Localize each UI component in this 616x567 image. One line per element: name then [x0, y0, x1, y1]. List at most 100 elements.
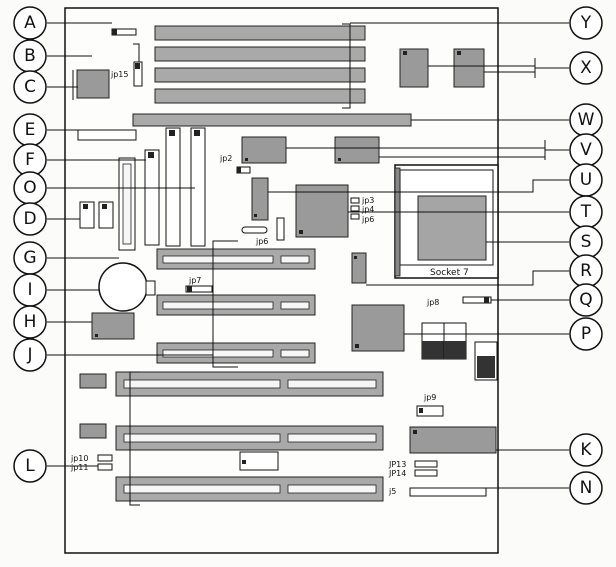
callout-i: I: [13, 273, 47, 307]
jumper-jp6-c: [350, 213, 360, 220]
slot-f: [144, 149, 160, 246]
simm-slot-2: [154, 46, 366, 62]
callout-f: F: [13, 143, 47, 177]
label-jp11: jp11: [70, 463, 88, 472]
label-jp10: jp10: [70, 454, 88, 463]
jumper-jp7-pin: [187, 286, 192, 292]
callout-e: E: [13, 113, 47, 147]
ide-pin-2: [194, 130, 200, 136]
left-leaders: [47, 22, 213, 467]
callout-j: J: [13, 338, 47, 372]
socket-7-lever: [394, 167, 401, 277]
svg-text:L: L: [25, 456, 35, 476]
chip-v1-pin: [245, 158, 248, 161]
jumper-jp4: [350, 205, 360, 212]
chip-v2: [334, 136, 380, 164]
callout-c: C: [13, 70, 47, 104]
callout-s: S: [569, 225, 603, 259]
svg-text:H: H: [24, 312, 37, 332]
svg-text:A: A: [24, 13, 36, 33]
label-jp4: jp4: [361, 205, 374, 214]
right-callouts: Y X W V U T S R Q P K N: [569, 6, 603, 505]
isa-slots: [115, 371, 384, 502]
jumper-jp7: [185, 285, 213, 293]
svg-text:D: D: [23, 209, 36, 229]
component-center-pin: [242, 460, 246, 464]
svg-text:B: B: [24, 46, 36, 66]
svg-text:V: V: [580, 140, 592, 160]
chip-h: [91, 312, 135, 340]
chip-isa-2: [79, 423, 107, 439]
svg-text:P: P: [581, 324, 591, 344]
jumper-jp2-pin: [237, 167, 241, 173]
svg-text:C: C: [24, 77, 36, 97]
regulator-2-fill: [444, 341, 466, 359]
chip-k: [409, 426, 497, 454]
simm-slot-3: [154, 67, 366, 83]
b-line: [133, 43, 140, 62]
ide-connector-2: [190, 127, 206, 247]
jumper-d1-pin: [83, 204, 88, 209]
pci-slots: [156, 248, 316, 364]
callout-o: O: [13, 171, 47, 205]
ide-connector-1: [165, 127, 181, 247]
svg-text:N: N: [580, 478, 593, 498]
callout-r: R: [569, 254, 603, 288]
svg-text:Y: Y: [580, 13, 592, 33]
y-bracket: [342, 23, 351, 109]
isa-slot-3-b: [287, 484, 377, 494]
svg-text:J: J: [26, 345, 32, 365]
callout-w: W: [569, 103, 603, 137]
jumper-jp15: [133, 61, 143, 87]
callout-l: L: [13, 449, 47, 483]
svg-text:Q: Q: [579, 290, 592, 310]
label-jp9: jp9: [423, 393, 436, 402]
connector-e: [77, 129, 137, 141]
isa-slot-2-b: [287, 433, 377, 443]
jumper-a-pin: [112, 29, 117, 35]
svg-text:T: T: [580, 202, 592, 222]
simm-slot-4: [154, 88, 366, 104]
svg-text:X: X: [580, 58, 592, 78]
battery: [98, 262, 148, 312]
chip-u: [251, 177, 269, 221]
socket-7: Socket 7: [394, 164, 499, 279]
chipset-t: [295, 184, 349, 238]
jumper-jp11: [97, 463, 113, 471]
jumper-jp8-pin: [484, 297, 489, 303]
chip-p-pin: [355, 344, 359, 348]
label-jp7: jp7: [188, 276, 201, 285]
pci-bracket: [212, 240, 238, 368]
jumper-jp13: [414, 460, 438, 468]
pci-slot-1-b: [280, 255, 310, 264]
chip-v2-pin: [338, 158, 341, 161]
callout-h: H: [13, 305, 47, 339]
label-jp6-b: jp6: [361, 215, 374, 224]
pci-slot-1-a: [162, 255, 274, 264]
svg-text:E: E: [25, 120, 36, 140]
pci-slot-3-a: [162, 349, 274, 358]
svg-text:W: W: [578, 110, 595, 130]
battery-clip: [145, 280, 156, 296]
callout-d: D: [13, 202, 47, 236]
label-jp6-a: jp6: [255, 237, 268, 246]
svg-text:U: U: [580, 170, 592, 190]
callout-k: K: [569, 433, 603, 467]
isa-slot-3-a: [123, 484, 281, 494]
chip-p: [351, 304, 405, 352]
chipset-t-pin: [299, 230, 303, 234]
jumper-jp3: [350, 197, 360, 204]
isa-slot-1-a: [123, 379, 281, 389]
callout-b: B: [13, 39, 47, 73]
callout-v: V: [569, 133, 603, 167]
callout-u: U: [569, 163, 603, 197]
label-jp2: jp2: [219, 154, 232, 163]
isa-slot-2-a: [123, 433, 281, 443]
chip-x2-pin: [457, 51, 461, 55]
regulator-3-fill: [477, 356, 495, 378]
jumper-jp6-b: [276, 217, 285, 241]
dimm-slot: [132, 113, 412, 127]
chip-isa-1: [79, 373, 107, 389]
socket-7-label: Socket 7: [430, 268, 469, 278]
